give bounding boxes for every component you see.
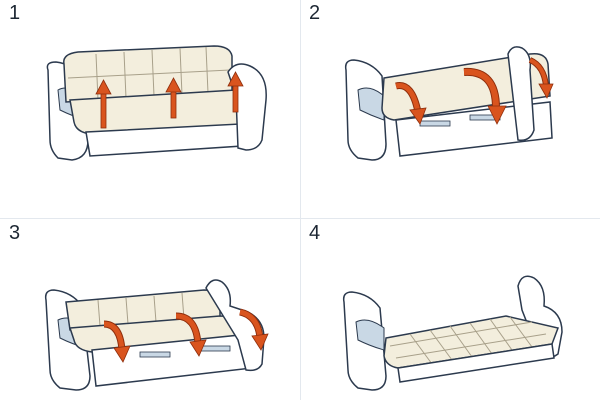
step-number: 1 xyxy=(9,2,21,24)
base-slat xyxy=(139,351,171,358)
step-panel-2: 2 xyxy=(300,0,600,200)
sofa-illustration-step-4 xyxy=(342,275,563,391)
step-number: 2 xyxy=(309,2,321,24)
base-slat xyxy=(419,120,451,127)
panel-divider-vertical xyxy=(300,0,301,400)
step-panel-4: 4 xyxy=(300,220,600,420)
sofa-illustration-step-3 xyxy=(44,279,269,391)
step-panel-1: 1 xyxy=(0,0,300,200)
arrow-up-icon xyxy=(95,79,112,129)
step-number: 3 xyxy=(9,222,21,244)
step-panel-3: 3 xyxy=(0,220,300,420)
base-slat xyxy=(199,345,231,352)
panel-divider-horizontal xyxy=(0,218,600,219)
arrow-up-icon xyxy=(165,77,182,119)
armrest-pad xyxy=(357,87,385,121)
arrow-up-icon xyxy=(227,71,244,113)
sofa-unfolding-instructions: 1 xyxy=(0,0,600,400)
backrest-cushion xyxy=(381,52,551,121)
bed-mattress xyxy=(383,315,560,369)
sofa-illustration-step-1 xyxy=(46,45,267,161)
sofa-illustration-step-2 xyxy=(344,46,554,161)
sofa-base xyxy=(397,343,555,383)
right-armrest xyxy=(507,46,535,142)
step-number: 4 xyxy=(309,222,321,244)
